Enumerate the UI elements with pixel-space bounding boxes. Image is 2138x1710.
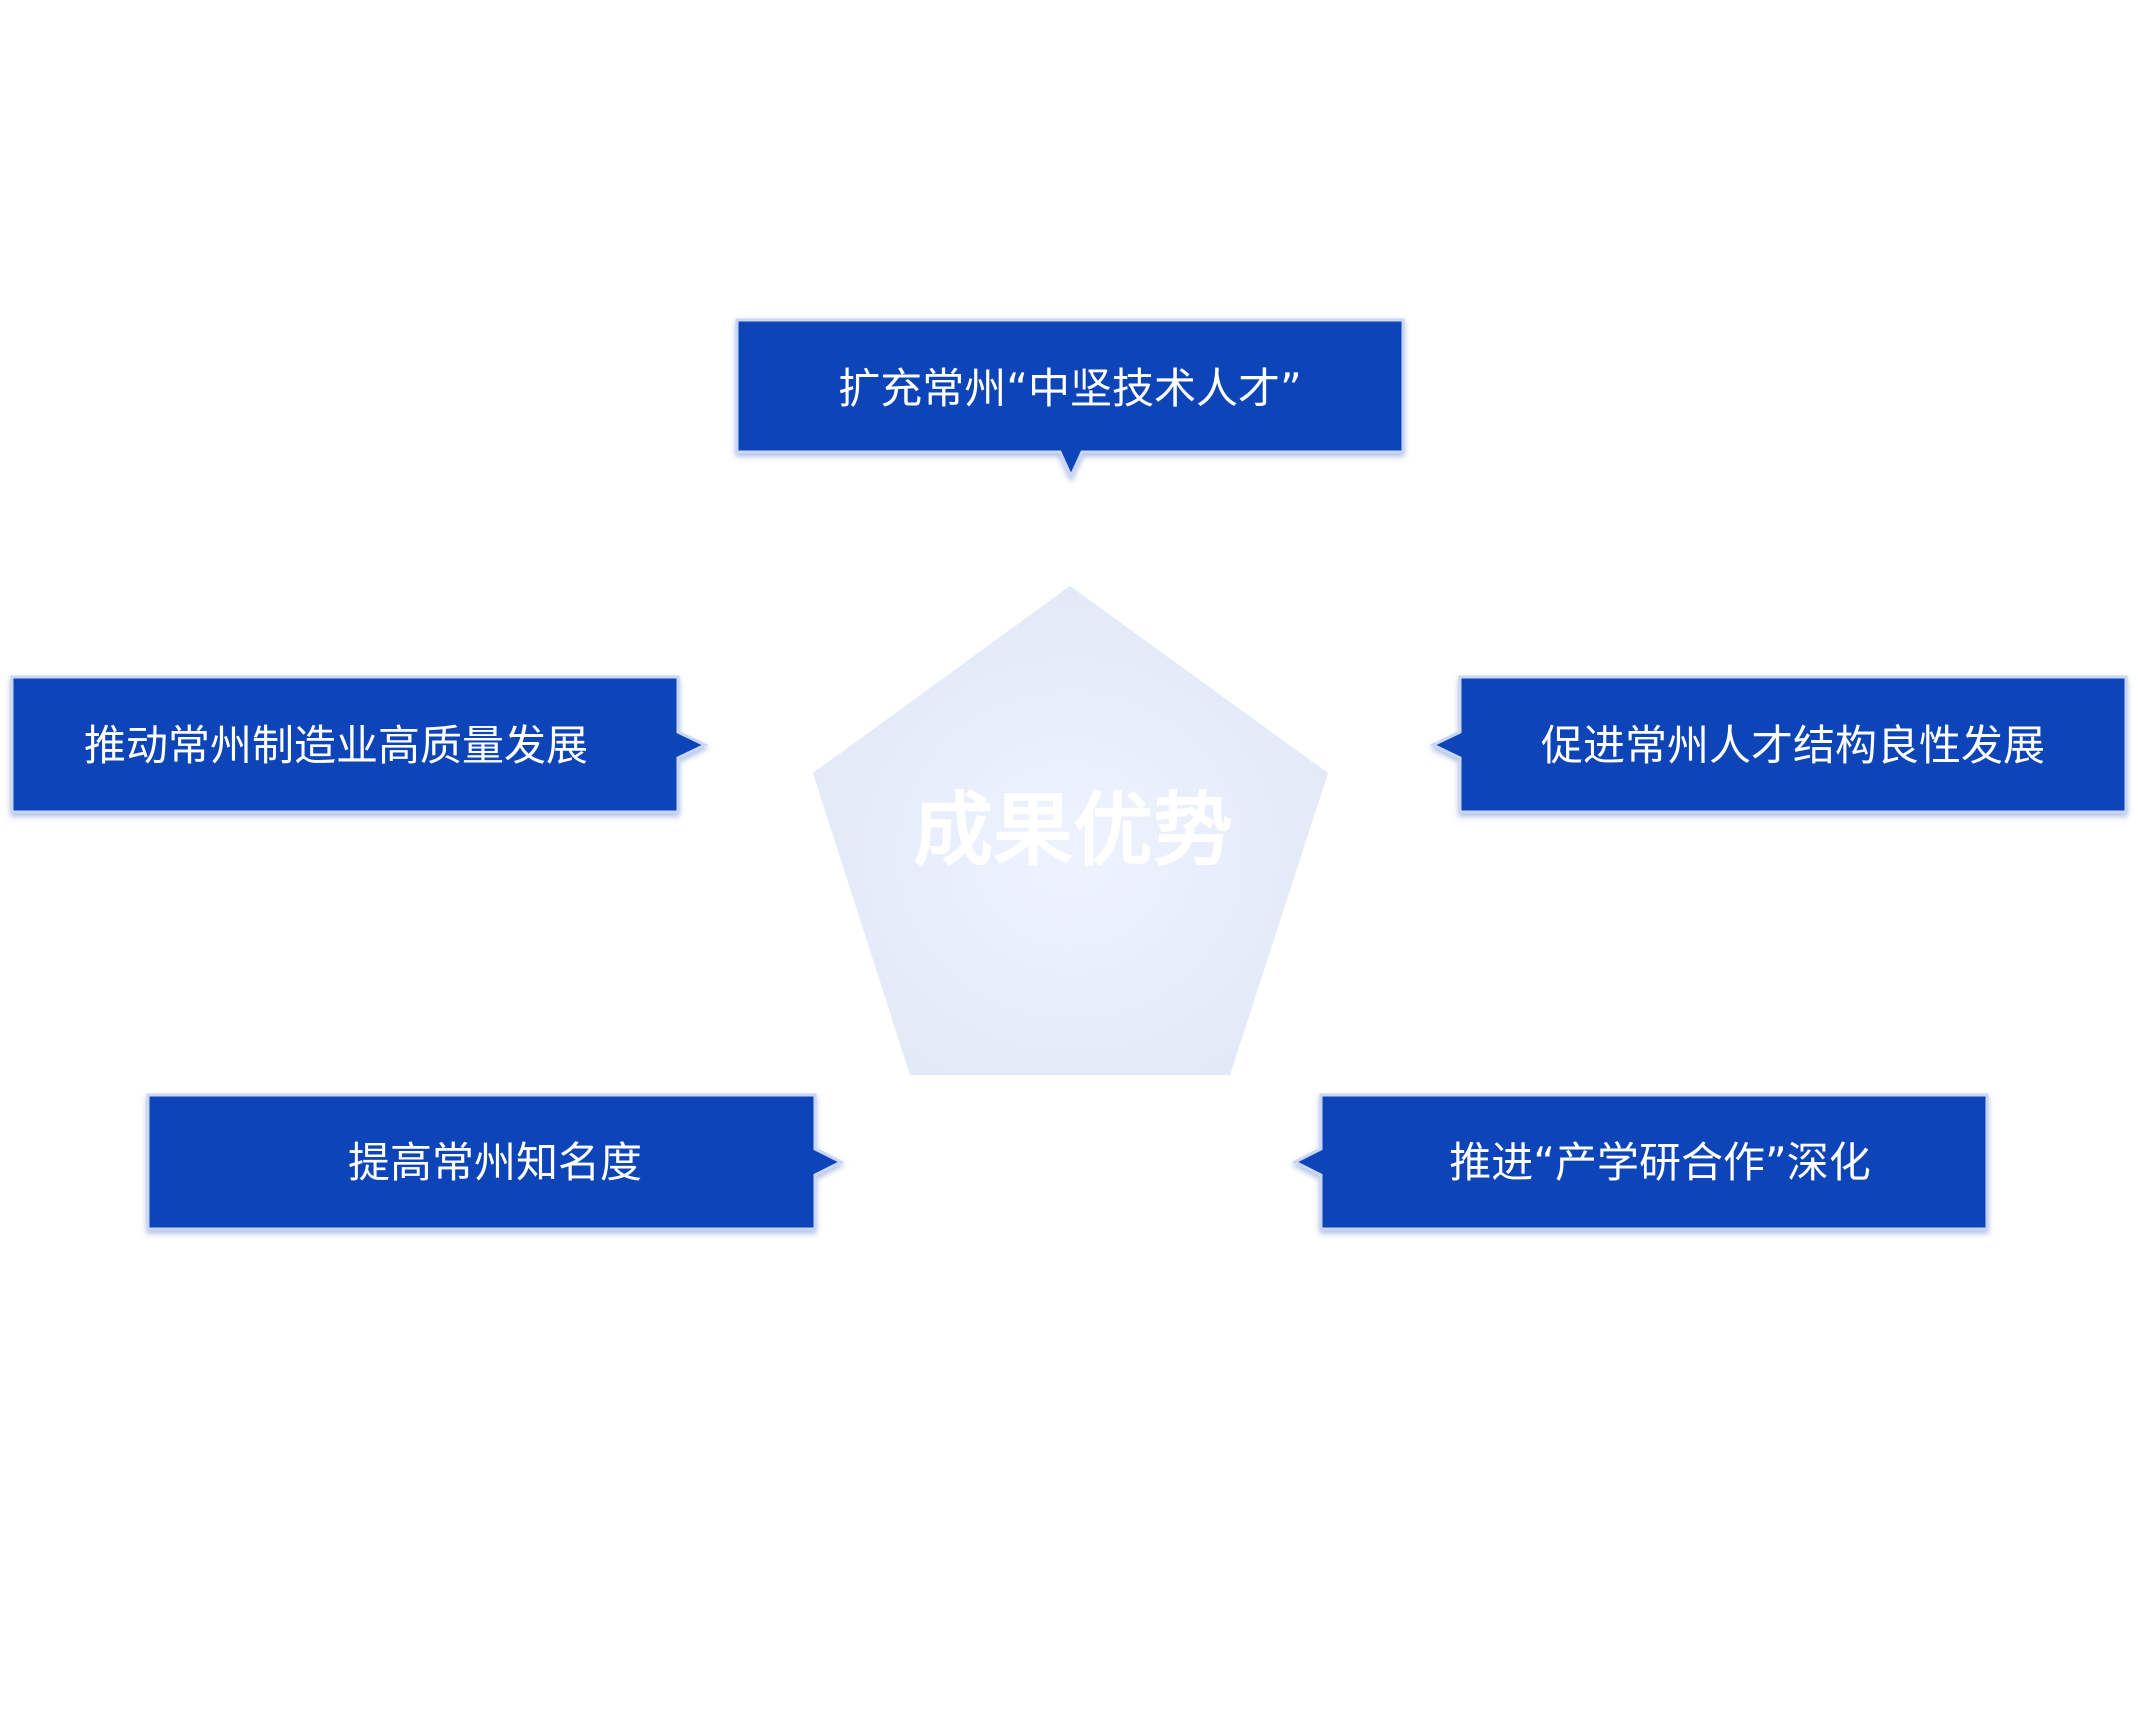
callout-bottom-left: 提高常州知名度 (146, 1093, 845, 1231)
callout-left: 推动常州制造业高质量发展 (10, 675, 709, 814)
center-pentagon (813, 586, 1328, 1075)
callout-bottom-right: 推进“产学研合作”深化 (1291, 1093, 1989, 1231)
callout-right-box (1429, 675, 2128, 814)
callout-bottom-left-label: 提高常州知名度 (348, 1138, 642, 1187)
callout-bottom-left-box (146, 1093, 845, 1231)
callout-top-box (735, 318, 1405, 480)
callout-bottom-right-box (1291, 1093, 1989, 1231)
center-pentagon-group: 成果优势 (813, 586, 1328, 1075)
center-label: 成果优势 (913, 784, 1233, 877)
callout-top-label: 扩充常州“中坚技术人才” (838, 364, 1302, 413)
callout-left-box (10, 675, 709, 814)
callout-right: 促进常州人才结构良性发展 (1429, 675, 2128, 814)
callout-right-label: 促进常州人才结构良性发展 (1541, 721, 2045, 770)
callout-top: 扩充常州“中坚技术人才” (735, 318, 1405, 480)
callout-bottom-right-label: 推进“产学研合作”深化 (1449, 1138, 1871, 1187)
callout-left-label: 推动常州制造业高质量发展 (84, 721, 588, 770)
